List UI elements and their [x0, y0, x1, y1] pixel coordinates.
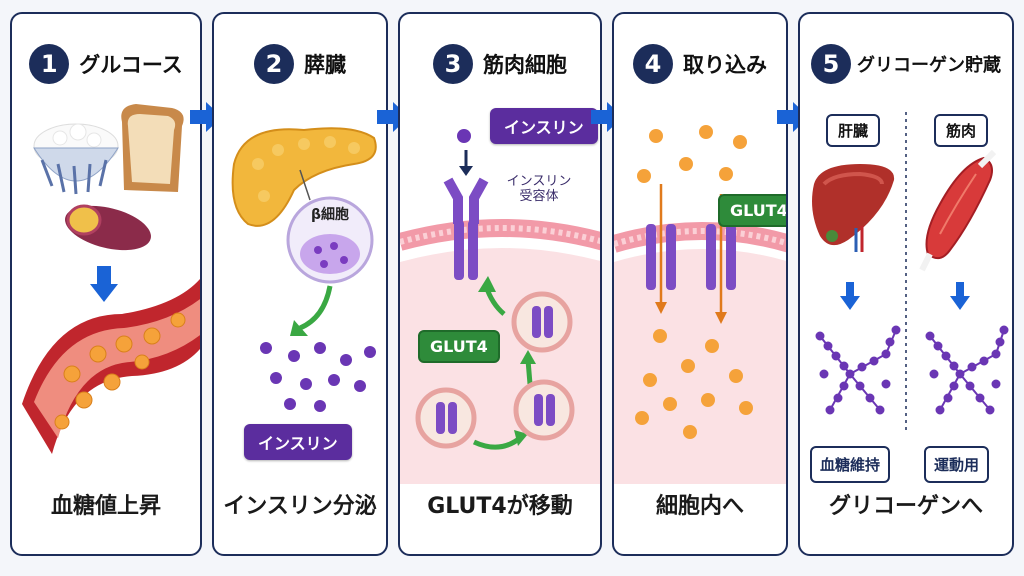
insulin-tag: インスリン	[490, 108, 598, 144]
muscle-use-label: 運動用	[924, 446, 990, 483]
step-caption: 細胞内へ	[655, 494, 744, 519]
step-3-illustration	[400, 129, 600, 484]
step-number-badge: 4	[633, 44, 673, 84]
step-title: 膵臓	[304, 53, 346, 77]
green-arrow-icon	[472, 435, 522, 450]
step-number-badge: 3	[433, 44, 473, 84]
glucose-molecule-icon	[637, 125, 747, 183]
step-caption: インスリン分泌	[223, 494, 377, 519]
step-1-panel: 1 グルコース	[10, 12, 202, 556]
receptor-label: インスリン 受容体	[504, 174, 574, 204]
step-4-panel: 4 取り込み	[612, 12, 788, 556]
glut4-transporter-icon	[646, 224, 736, 290]
step-1-header: 1 グルコース	[12, 44, 200, 84]
muscle-label: 筋肉	[934, 114, 989, 147]
insulin-molecule-icon	[260, 342, 376, 412]
step-2-header: 2 膵臓	[214, 44, 386, 84]
down-arrow-icon	[840, 282, 860, 310]
step-5-panel: 5 グリコーゲン貯蔵	[798, 12, 1014, 556]
down-arrow-icon	[90, 266, 118, 302]
glut4-vesicle-icon	[511, 291, 573, 353]
beta-cell-icon	[286, 196, 374, 284]
green-arrow-icon	[290, 285, 333, 336]
liver-icon	[812, 164, 895, 252]
step-title: 取り込み	[683, 53, 767, 77]
cell-membrane-icon	[400, 219, 600, 251]
step-number-badge: 5	[811, 44, 851, 84]
step-number-badge: 1	[29, 44, 70, 84]
insulin-tag: インスリン	[244, 424, 352, 460]
step-4-illustration	[614, 125, 786, 484]
rice-bowl-icon	[33, 123, 119, 195]
beta-cell-label: β細胞	[310, 207, 350, 223]
step-2-panel: 2 膵臓	[212, 12, 388, 556]
liver-label: 肝臓	[826, 114, 881, 147]
glut4-vesicle-icon	[513, 379, 575, 441]
muscle-icon	[919, 149, 997, 272]
step-caption: グリコーゲンへ	[828, 494, 983, 519]
insulin-receptor-icon	[443, 177, 489, 280]
step-5-illustration	[812, 112, 1009, 434]
step-3-panel: 3 筋肉細胞	[398, 12, 602, 556]
step-caption: GLUT4が移動	[427, 494, 573, 519]
step-1-illustration	[22, 104, 200, 454]
insulin-molecule-icon	[457, 129, 471, 143]
step-2-illustration	[231, 127, 377, 412]
receptor-label-line-2: 受容体	[519, 189, 559, 204]
cell-membrane-icon	[614, 222, 786, 253]
step-number-badge: 2	[254, 44, 294, 84]
down-arrow-icon	[950, 282, 970, 310]
step-title: グルコース	[79, 53, 183, 77]
blood-vessel-icon	[22, 278, 200, 454]
glut4-tag: GLUT4	[718, 194, 786, 227]
sweet-potato-icon	[65, 204, 151, 251]
liver-use-label: 血糖維持	[810, 446, 891, 483]
pancreas-icon	[231, 127, 377, 227]
glut4-tag: GLUT4	[418, 330, 500, 363]
step-title: グリコーゲン貯蔵	[857, 55, 1001, 76]
step-5-header: 5 グリコーゲン貯蔵	[800, 44, 1012, 84]
glucose-molecule-icon	[635, 329, 753, 439]
glycogen-icon	[925, 325, 1009, 415]
receptor-label-line-1: インスリン	[506, 174, 572, 189]
step-title: 筋肉細胞	[483, 53, 567, 77]
glycogen-icon	[815, 325, 901, 415]
step-4-header: 4 取り込み	[614, 44, 786, 84]
step-3-header: 3 筋肉細胞	[400, 44, 600, 84]
step-caption: 血糖値上昇	[50, 494, 161, 519]
bread-icon	[121, 104, 184, 192]
glut4-vesicle-icon	[415, 387, 477, 449]
